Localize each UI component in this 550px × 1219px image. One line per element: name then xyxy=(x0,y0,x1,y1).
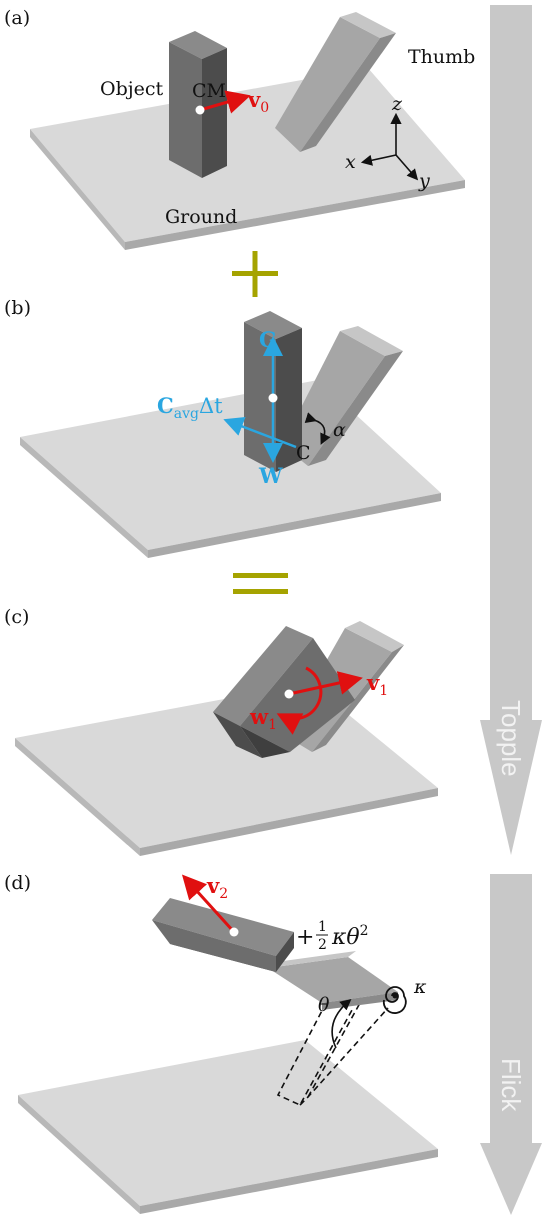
w-label: W xyxy=(258,463,283,488)
object-label: Object xyxy=(100,78,164,100)
velocity-v1-arrow xyxy=(288,671,363,696)
cm-dot xyxy=(195,105,205,115)
ground-plate xyxy=(18,1040,438,1206)
ground-label: Ground xyxy=(165,206,237,228)
axis-x-label: x xyxy=(345,151,356,173)
coordinate-axes: z x y xyxy=(345,93,430,192)
object-block xyxy=(213,626,355,758)
energy-prefix: + xyxy=(296,925,314,950)
panel-d-label: (d) xyxy=(4,872,31,894)
ground-plate xyxy=(30,68,465,242)
spring-pivot xyxy=(392,993,398,999)
axis-z-label: z xyxy=(391,93,403,115)
kappa-label: κ xyxy=(413,976,427,998)
cm-label: CM xyxy=(192,80,226,102)
angular-velocity-w1-arc xyxy=(276,666,323,735)
object-block xyxy=(152,898,294,972)
ground-plate xyxy=(20,380,441,550)
panel-b-label: (b) xyxy=(4,297,31,319)
velocity-v2-label: v2 xyxy=(206,873,228,902)
contact-c-label: C xyxy=(296,442,311,464)
thumb-label: Thumb xyxy=(408,46,475,68)
velocity-v2-arrow xyxy=(181,874,236,934)
thumb-block xyxy=(268,951,398,1010)
axis-y-label: y xyxy=(418,170,430,192)
velocity-v0-label: v0 xyxy=(247,87,269,116)
angular-velocity-w1-label: w1 xyxy=(249,704,277,733)
theta-angle-arc xyxy=(331,998,352,1049)
g-label: G xyxy=(259,327,277,352)
cm-dot xyxy=(268,393,278,403)
spring-energy-term: + 1 2 κθ2 xyxy=(296,919,369,953)
torsion-spring xyxy=(382,986,407,1014)
cavg-label: CavgΔt xyxy=(157,393,223,422)
topple-label: Topple xyxy=(496,700,526,777)
theta-label: θ xyxy=(318,994,330,1016)
panel-c: (c) v1 w1 xyxy=(4,606,438,856)
panel-c-label: (c) xyxy=(4,606,29,628)
alpha-angle-arc xyxy=(304,412,331,445)
energy-denominator: 2 xyxy=(318,937,327,953)
energy-numerator: 1 xyxy=(318,919,327,935)
equals-sign xyxy=(233,573,288,594)
cm-dot xyxy=(229,927,239,937)
flick-label: Flick xyxy=(496,1058,526,1112)
panel-a-label: (a) xyxy=(4,7,30,29)
object-block xyxy=(244,311,302,472)
alpha-label: α xyxy=(333,419,346,441)
thumb-original-dashed xyxy=(276,1002,389,1107)
panel-d: (d) v2 + 1 2 κ θ xyxy=(4,872,438,1214)
velocity-v0-arrow xyxy=(199,90,251,114)
thumb-block xyxy=(275,12,396,152)
plus-sign xyxy=(232,251,278,297)
contact-impulse-arrow xyxy=(223,417,297,449)
flick-arrow: Flick xyxy=(480,874,542,1215)
energy-term: κθ2 xyxy=(331,923,369,950)
object-block xyxy=(169,31,227,178)
panel-b: (b) G W CavgΔt C α xyxy=(4,297,441,558)
topple-arrow: Topple xyxy=(480,5,542,855)
panel-a: (a) Object CM Thumb Ground v0 z x xyxy=(4,7,475,250)
cm-dot xyxy=(284,689,294,699)
velocity-v1-label: v1 xyxy=(366,670,388,699)
